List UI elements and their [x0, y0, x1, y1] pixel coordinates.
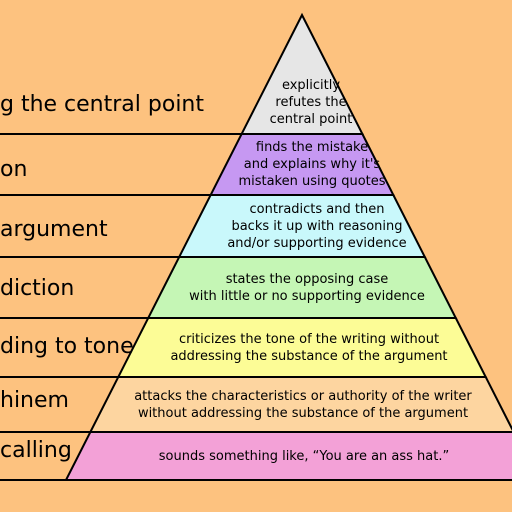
tier-description-line: mistaken using quotes [238, 174, 386, 189]
tier-description-line: states the opposing case [225, 271, 389, 287]
tier-description-line: explicitly [281, 77, 341, 93]
tier-label-5: ding to tone [0, 334, 134, 359]
tier-label-7: calling [0, 438, 72, 463]
pyramid-tier-6 [88, 376, 512, 433]
tier-description-line: refutes the [275, 94, 347, 110]
tier-description-line: and/or supporting evidence [227, 235, 407, 251]
tier-description-6: attacks the characteristics or authority… [0, 388, 512, 422]
tier-description-line: with little or no supporting evidence [189, 288, 425, 304]
tier-description-2: finds the mistake and explains why it's mi… [0, 139, 512, 190]
tier-description-line: backs it up with reasoning [231, 218, 403, 234]
tier-description-line: contradicts and then [249, 201, 385, 217]
tier-description-line: sounds something like, “You are an ass h… [158, 448, 450, 464]
tier-description-line: finds the mistake [255, 140, 369, 155]
tier-label-4: diction [0, 276, 75, 301]
tier-description-5: criticizes the tone of the writing witho… [0, 331, 512, 365]
tier-label-2: on [0, 157, 28, 182]
tier-description-line: and explains why it's [243, 157, 381, 172]
pyramid-tier-7 [64, 431, 512, 481]
tier-description-line: addressing the substance of the argument [170, 348, 448, 364]
tier-label-6: hinem [0, 388, 69, 413]
tier-description-line: criticizes the tone of the writing witho… [178, 331, 440, 347]
tier-description-line: central point [269, 111, 353, 127]
tier-label-1: g the central point [0, 92, 204, 117]
tier-label-3: argument [0, 217, 108, 242]
tier-description-line: without addressing the substance of the … [137, 405, 469, 421]
tier-description-7: sounds something like, “You are an ass h… [0, 448, 512, 465]
tier-description-line: attacks the characteristics or authority… [134, 388, 472, 404]
